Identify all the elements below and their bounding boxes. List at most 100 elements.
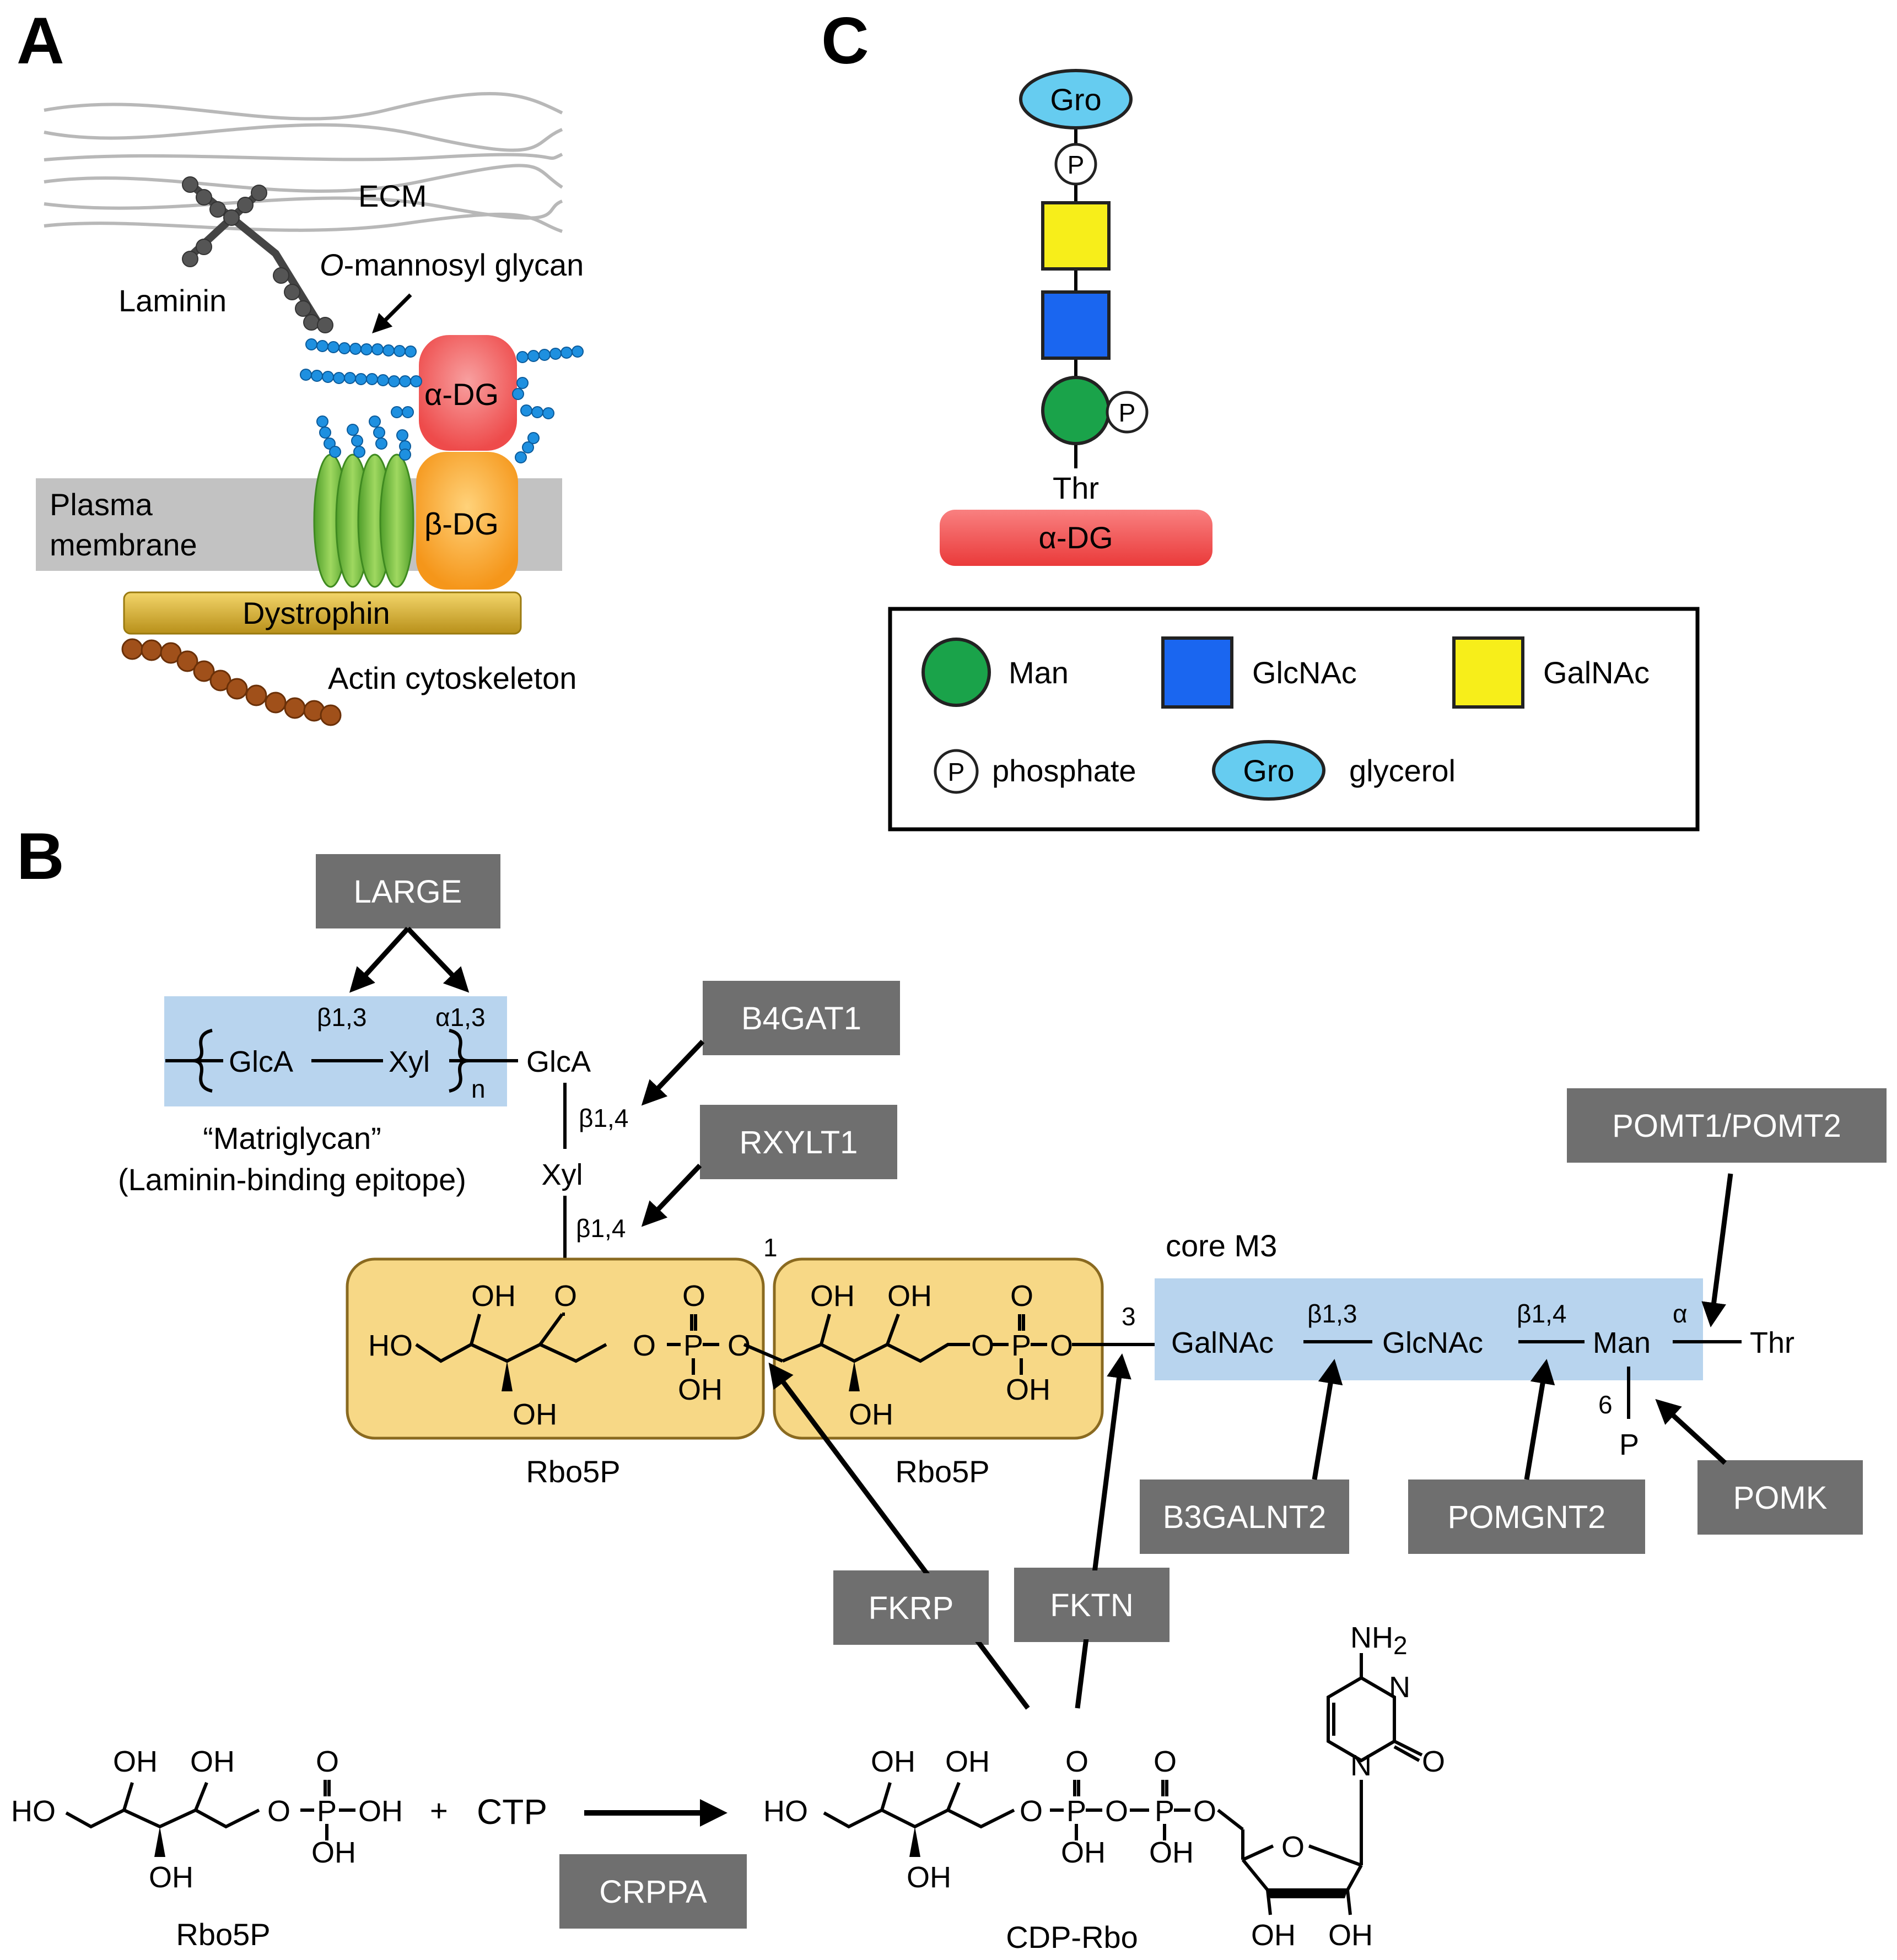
cdp-p2: P xyxy=(1155,1795,1174,1828)
beta-dg-label: β-DG xyxy=(424,506,499,541)
rbo2-oh1: OH xyxy=(810,1279,855,1313)
enzyme-b4gat1-box xyxy=(703,981,900,1055)
rbo5p-structure-1: HO OH OH O O P O OH O xyxy=(368,1279,784,1431)
core-beta14: β1,4 xyxy=(1517,1299,1566,1328)
cyt-n1: N xyxy=(1350,1749,1372,1782)
matriglycan-label: “Matriglycan” xyxy=(203,1121,381,1156)
cdp-oh3: OH xyxy=(907,1861,951,1894)
enzyme-large: LARGE xyxy=(354,874,462,910)
enzyme-rxylt1: RXYLT1 xyxy=(740,1125,858,1160)
bg-mask xyxy=(521,1039,609,1083)
ribose-oh1: OH xyxy=(1251,1919,1296,1952)
cdp-p1-oh: OH xyxy=(1061,1836,1106,1869)
rbo2-oh3: OH xyxy=(849,1398,893,1431)
b-rbo-o: O xyxy=(267,1795,290,1828)
large-arrow-right xyxy=(406,926,470,993)
bg-mask xyxy=(223,1039,311,1083)
b-rbo-oh2: OH xyxy=(190,1745,235,1778)
enzyme-pomt-box xyxy=(1567,1088,1887,1163)
bracket-right xyxy=(449,1029,469,1093)
cdp-p1-o: O xyxy=(1065,1745,1088,1778)
fktn-arrow xyxy=(1075,1353,1131,1709)
rbo1-oh2: OH xyxy=(513,1398,557,1431)
rbo1-p-oh: OH xyxy=(678,1373,723,1406)
dystrophin xyxy=(123,591,522,635)
ribose-o: O xyxy=(1281,1831,1305,1864)
cdp-p2-oh: OH xyxy=(1149,1836,1194,1869)
cdp-p2-o: O xyxy=(1154,1745,1177,1778)
panel-label-c: C xyxy=(821,4,869,78)
cdp-o2: O xyxy=(1105,1795,1128,1828)
core-beta13: β1,3 xyxy=(1307,1299,1357,1328)
enzyme-b4gat1: B4GAT1 xyxy=(741,1001,861,1036)
fkrp-arrow xyxy=(768,1362,1030,1710)
rbo1-oh1: OH xyxy=(471,1279,516,1313)
rbo2-o: O xyxy=(971,1329,994,1362)
enzyme-crppa-box xyxy=(559,1854,747,1929)
matriglycan-beta13: β1,3 xyxy=(317,1003,367,1032)
enzyme-fkrp-text: FKRP xyxy=(869,1590,954,1626)
panel-b: LARGE GlcA Xyl n β1,3 α1,3 “Matriglycan”… xyxy=(11,854,1887,1954)
bottom-rbo5p: HO OH OH OH O P O OH OH xyxy=(11,1745,403,1894)
b-rbo-p-oh: OH xyxy=(311,1836,356,1869)
cdp-oh2: OH xyxy=(945,1745,990,1778)
enzyme-crppa: CRPPA xyxy=(599,1874,707,1910)
cdp-rbo-structure: HO OH OH OH O P O OH O P O OH O O OH OH … xyxy=(763,1621,1445,1952)
rbo1-o: O xyxy=(633,1329,656,1362)
rbo2-o2: O xyxy=(1050,1329,1073,1362)
large-arrow-left xyxy=(349,926,410,993)
core-thr: Thr xyxy=(1750,1326,1794,1359)
chain-glca: GlcA xyxy=(526,1045,591,1078)
laminin-label: Laminin xyxy=(118,283,227,318)
alpha-dg-bar xyxy=(940,510,1212,566)
core-m3-label: core M3 xyxy=(1166,1228,1277,1263)
matriglycan-n: n xyxy=(471,1075,486,1103)
cdp-o3: O xyxy=(1193,1795,1216,1828)
glycan-beads xyxy=(300,338,584,463)
fkrp-mask xyxy=(837,1573,985,1642)
rbo5p-label-1: Rbo5P xyxy=(526,1454,620,1489)
ecm-label: ECM xyxy=(358,179,427,213)
chain-beta14a: β1,4 xyxy=(579,1104,628,1132)
pomk-arrow xyxy=(1655,1399,1727,1465)
dystrophin-label: Dystrophin xyxy=(242,596,390,630)
cyt-o: O xyxy=(1422,1745,1445,1778)
matriglycan-sublabel: (Laminin-binding epitope) xyxy=(118,1162,466,1197)
enzyme-pomgnt2-box xyxy=(1408,1480,1645,1554)
transmembrane-proteins xyxy=(313,453,414,588)
plus-sign: + xyxy=(430,1793,448,1828)
gro-text: Gro xyxy=(1050,82,1101,117)
b-rbo-p: P xyxy=(317,1795,337,1828)
rbo2-p-o: O xyxy=(1010,1279,1033,1313)
enzyme-pomgnt2: POMGNT2 xyxy=(1448,1499,1606,1535)
thr-label: Thr xyxy=(1053,471,1099,505)
rbo1-o2: O xyxy=(727,1329,751,1362)
rbo1-p-o: O xyxy=(682,1279,705,1313)
bracket-left xyxy=(192,1029,213,1093)
b4gat1-arrow xyxy=(641,1039,705,1106)
laminin xyxy=(182,176,333,333)
b-rbo-oh3: OH xyxy=(149,1861,193,1894)
cdp-p1: P xyxy=(1066,1795,1086,1828)
glcnac-symbol xyxy=(1041,290,1111,360)
alpha-dg-label: α-DG xyxy=(424,377,499,412)
cyt-n3: N xyxy=(1389,1671,1410,1704)
pomt-arrow xyxy=(1701,1173,1733,1327)
rbo2-oh2: OH xyxy=(887,1279,932,1313)
cdp-ho: HO xyxy=(763,1795,808,1828)
ribose-oh2: OH xyxy=(1328,1919,1373,1952)
b-rbo-p-oh2: OH xyxy=(358,1795,403,1828)
man-phosphate-text: P xyxy=(1119,398,1136,427)
cyt-nh2: NH2 xyxy=(1350,1621,1408,1660)
core-glcnac: GlcNAc xyxy=(1382,1326,1483,1359)
b3galnt2-arrow xyxy=(1312,1359,1343,1480)
legend-glcnac-icon xyxy=(1161,636,1233,709)
pos-1: 1 xyxy=(763,1233,778,1262)
rxylt1-arrow xyxy=(641,1163,702,1227)
rbo1-o-link: O xyxy=(554,1279,577,1313)
b-rbo-p-o: O xyxy=(316,1745,339,1778)
legend-gro: Gro xyxy=(1243,753,1294,788)
b-rbo-oh1: OH xyxy=(113,1745,158,1778)
legend-phosphate-icon xyxy=(934,749,979,794)
legend-man-icon xyxy=(921,638,991,707)
